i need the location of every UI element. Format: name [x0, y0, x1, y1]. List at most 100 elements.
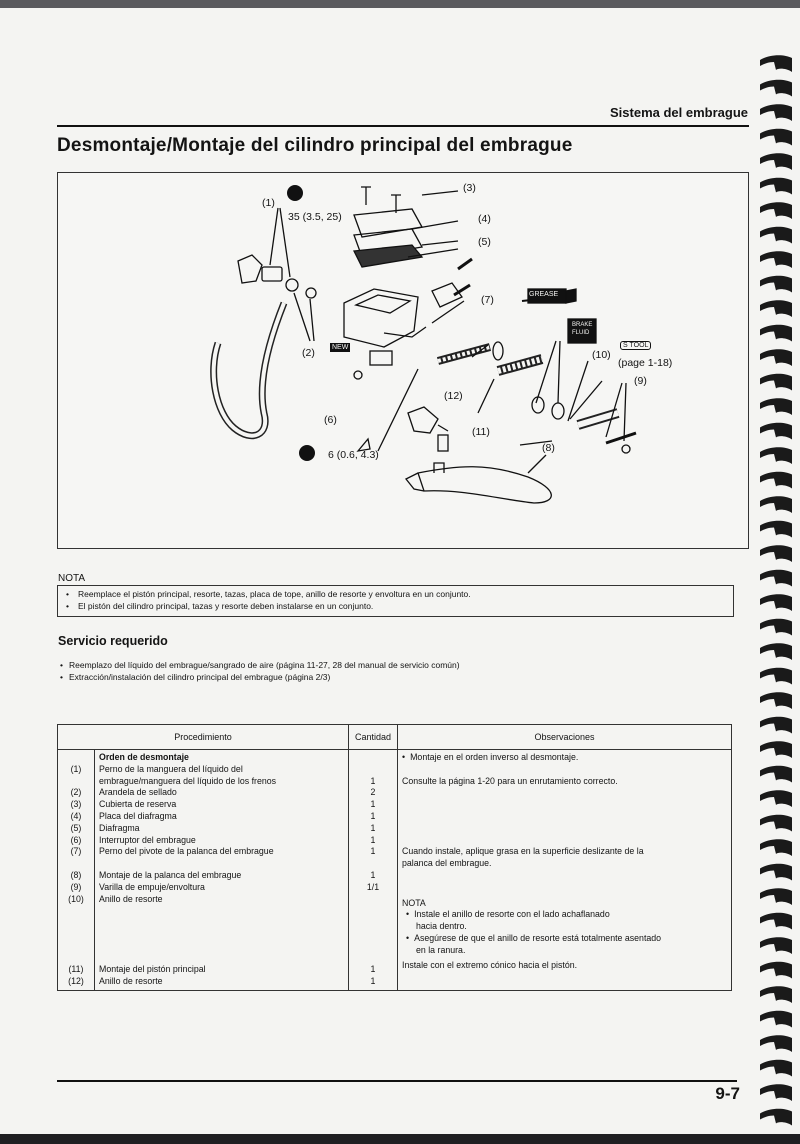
procedure-step: Perno del pivote de la palanca del embra… — [99, 846, 274, 857]
item-number: (12) — [68, 976, 84, 987]
service-title: Servicio requerido — [58, 634, 168, 648]
torque-wrench-icon — [287, 185, 303, 201]
label-1: (1) — [262, 197, 275, 209]
item-number — [62, 752, 90, 764]
service-item: Reemplazo del líquido del embrague/sangr… — [60, 660, 460, 670]
diaphragm-plate — [353, 228, 424, 258]
quantity-value — [353, 894, 393, 906]
hose-bolt — [261, 266, 283, 282]
label-4: (4) — [478, 213, 491, 225]
top-edge — [0, 0, 800, 8]
sealing-washer — [285, 278, 299, 292]
label-11: (11) — [472, 426, 490, 438]
procedure-step: Cubierta de reserva — [99, 799, 177, 810]
label-torque-2: 6 (0.6, 4.3) — [328, 449, 379, 461]
new-badge: NEW — [330, 343, 351, 352]
label-2: (2) — [302, 347, 315, 359]
observation: Consulte la página 1-20 para un enrutami… — [402, 775, 618, 786]
service-item: Extracción/instalación del cilindro prin… — [60, 672, 330, 682]
item-number — [62, 776, 90, 788]
quantity-value — [353, 905, 393, 917]
exploded-diagram: (1) 35 (3.5, 25) (2) NEW (3) (4) (5) (6)… — [57, 172, 749, 549]
procedure-step: Diafragma — [99, 822, 140, 833]
label-8: (8) — [542, 442, 555, 454]
quantity-value: 1 — [370, 822, 376, 833]
procedure-step: embrague/manguera del líquido de los fre… — [99, 775, 277, 786]
piston-assembly — [436, 341, 637, 454]
footer-rule — [57, 1080, 737, 1082]
spiral-binding — [760, 55, 792, 1126]
observation: Asegúrese de que el anillo de resorte es… — [402, 933, 727, 945]
item-number: (11) — [68, 964, 84, 975]
observation: hacia dentro. — [416, 921, 467, 932]
quantity-value — [353, 929, 393, 941]
label-3: (3) — [463, 182, 476, 194]
item-number: (9) — [70, 881, 82, 892]
header-quantity: Cantidad — [348, 724, 398, 750]
quantity-value — [353, 953, 393, 965]
label-6: (6) — [324, 414, 337, 426]
item-number: (8) — [70, 869, 82, 880]
diaphragm — [352, 244, 424, 268]
item-number — [62, 858, 90, 870]
item-number: (5) — [70, 822, 82, 833]
observation-nota: NOTA — [402, 897, 426, 908]
nota-item: Reemplace el pistón principal, resorte, … — [66, 589, 471, 599]
observation: Cuando instale, aplique grasa en la supe… — [402, 846, 644, 857]
procedure-step — [99, 905, 344, 917]
header-procedure: Procedimiento — [57, 724, 349, 750]
procedure-step: Interruptor del embrague — [99, 834, 196, 845]
observation: Montaje en el orden inverso al desmontaj… — [402, 752, 727, 764]
procedure-step: Montaje de la palanca del embrague — [99, 869, 242, 880]
page-title: Desmontaje/Montaje del cilindro principa… — [57, 135, 573, 156]
procedure-step: Montaje del pistón principal — [99, 964, 206, 975]
brake-fluid-label-1: BRAKE — [572, 322, 593, 328]
header-observations: Observaciones — [397, 724, 732, 750]
pivot-bolts — [453, 257, 473, 297]
quantity-value — [353, 858, 393, 870]
quantity-value — [353, 941, 393, 953]
banjo-fitting — [237, 254, 263, 284]
item-number — [62, 905, 90, 917]
item-number: (1) — [70, 763, 82, 774]
procedure-step: Placa del diafragma — [99, 810, 177, 821]
item-number: (10) — [68, 893, 84, 904]
torque-wrench-icon-2 — [299, 445, 315, 461]
observation: Instale el anillo de resorte con el lado… — [402, 909, 727, 921]
clutch-switch — [369, 350, 393, 366]
procedure-step — [99, 953, 344, 965]
label-torque-1: 35 (3.5, 25) — [288, 211, 342, 223]
procedure-table: Procedimiento Cantidad Observaciones (1)… — [57, 724, 732, 991]
item-number-column: (1)(2)(3)(4)(5)(6)(7)(8)(9)(10)(11)(12) — [57, 749, 95, 991]
item-number — [62, 917, 90, 929]
observation: en la ranura. — [416, 944, 466, 955]
bottom-edge — [0, 1134, 800, 1144]
item-number: (3) — [70, 799, 82, 810]
brake-fluid-icon — [567, 318, 597, 344]
label-5: (5) — [478, 236, 491, 248]
quantity-value: 2 — [370, 787, 376, 798]
quantity-value: 1 — [370, 799, 376, 810]
procedure-step — [99, 858, 344, 870]
reservoir-cover — [353, 208, 424, 238]
item-number: (7) — [70, 846, 82, 857]
nota-box: Reemplace el pistón principal, resorte, … — [57, 585, 734, 617]
procedure-step: Perno de la manguera del líquido del — [99, 763, 243, 774]
procedure-step — [99, 917, 344, 929]
quantity-value: 1 — [370, 869, 376, 880]
observation: palanca del embrague. — [402, 858, 492, 869]
page-reference: (page 1-18) — [618, 357, 673, 369]
procedure-step: Varilla de empuje/envoltura — [99, 881, 205, 892]
clutch-lever — [417, 466, 552, 504]
quantity-value: 1 — [370, 834, 376, 845]
quantity-value: 1 — [370, 775, 376, 786]
master-cylinder — [343, 288, 419, 348]
nota-item: El pistón del cilindro principal, tazas … — [66, 601, 373, 611]
item-number: (4) — [70, 810, 82, 821]
procedure-step: Arandela de sellado — [99, 787, 177, 798]
nota-label: NOTA — [58, 573, 86, 584]
quantity-value: 1/1 — [366, 881, 380, 892]
item-number — [62, 953, 90, 965]
